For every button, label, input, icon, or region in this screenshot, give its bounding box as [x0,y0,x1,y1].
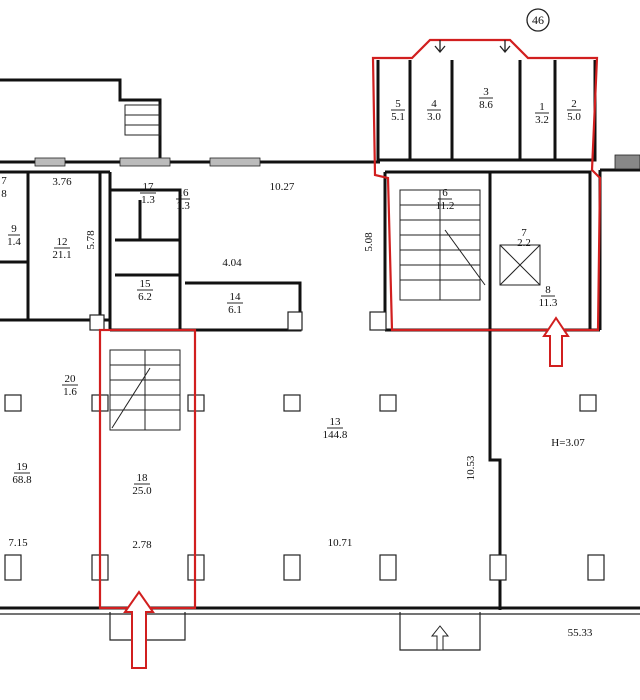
stairs [109,104,541,431]
room-area: 11.3 [539,297,558,309]
room-labels: 5 5.1 4 3.0 3 8.6 1 3.2 2 5.0 7 8 9 1.4 … [1,86,581,497]
dimension-label: 5.78 [85,230,97,250]
dimension-label: 2.78 [132,539,152,551]
dimension-label: 5.08 [363,232,375,252]
room-number: 15 [140,278,152,290]
room-area: 25.0 [132,485,152,497]
room-number: 9 [11,223,17,235]
room-area: 144.8 [323,429,348,441]
room-area: 6.1 [228,304,242,316]
room-number: 19 [17,461,29,473]
room-area: 1.3 [176,200,190,212]
room-area: 1.3 [141,194,155,206]
dimension-label: 10.27 [270,181,295,193]
room-area: 2.2 [517,237,531,249]
room-area: 5.0 [567,111,581,123]
room-number: 16 [178,187,190,199]
room-area: 68.8 [12,474,32,486]
dimension-label: 10.71 [328,537,353,549]
room-number: 1 [539,101,545,113]
dimension-label: 55.33 [568,627,593,639]
highlight-zones [98,38,602,610]
label-underlines [8,97,581,485]
room-number: 14 [230,291,242,303]
room-number: 13 [330,416,342,428]
columns [4,311,605,581]
room-area: 3.2 [535,114,549,126]
room-number: 4 [431,98,437,110]
room-area: 8.6 [479,99,493,111]
dimension-label: 10.53 [465,455,477,480]
room-area: 1.4 [7,236,21,248]
room-area: 1.6 [63,386,77,398]
room-number: 3 [483,86,489,98]
entrance-arrows [123,40,570,669]
room-area: 5.1 [391,111,405,123]
dimension-labels: 3.76 5.78 10.27 4.04 5.08 10.53 7.15 2.7… [8,176,593,639]
room-number: 5 [395,98,401,110]
room-area: 21.1 [52,249,71,261]
room-number: 20 [65,373,77,385]
room-area: 6.2 [138,291,152,303]
room-area: 3.0 [427,111,441,123]
room-area: 8 [1,188,7,200]
room-area: 11.2 [436,200,455,212]
height-label: H=3.07 [551,437,585,449]
room-number: 8 [545,284,551,296]
room-number: 18 [137,472,149,484]
dimension-label: 4.04 [222,257,242,269]
room-number: 12 [57,236,68,248]
room-number: 6 [442,187,448,199]
dimension-label: 3.76 [52,176,72,188]
dimension-label: 7.15 [8,537,28,549]
room-number: 2 [571,98,577,110]
axis-marker-label: 46 [532,13,544,27]
room-number: 7 [1,175,7,187]
axis-marker-46: 46 [526,8,550,32]
window-strips [34,154,640,170]
room-number: 17 [143,181,155,193]
room-number: 7 [521,227,527,239]
